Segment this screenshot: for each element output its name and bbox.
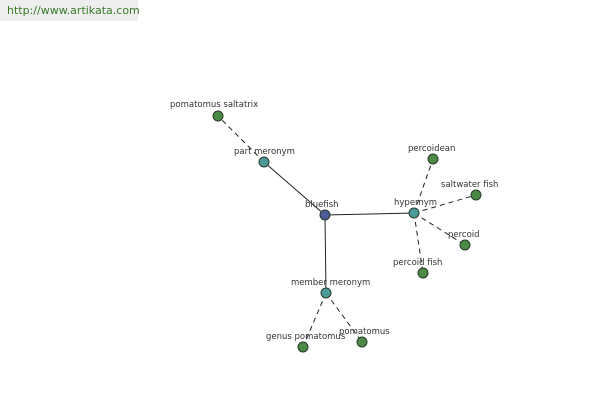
- edge-hypernym-percoid: [413, 212, 466, 246]
- node-percoidean[interactable]: [427, 153, 439, 165]
- url-banner: http://www.artikata.com: [0, 0, 140, 21]
- node-hypernym[interactable]: [408, 207, 420, 219]
- edge-bluefish-member-meronym: [324, 214, 327, 294]
- node-percoid-fish[interactable]: [417, 267, 429, 279]
- edge-member-meronym-genus-pomatomus: [302, 292, 327, 348]
- label-percoid-fish[interactable]: percoid fish: [393, 258, 442, 268]
- node-bluefish[interactable]: [319, 209, 331, 221]
- node-pomatomus[interactable]: [356, 336, 368, 348]
- label-pomatomus-saltatrix[interactable]: pomatomus saltatrix: [170, 100, 258, 110]
- label-saltwater-fish[interactable]: saltwater fish: [441, 180, 498, 190]
- edge-member-meronym-pomatomus: [325, 292, 363, 343]
- edge-bluefish-hypernym: [324, 212, 415, 216]
- node-pomatomus-saltatrix[interactable]: [212, 110, 224, 122]
- label-part-meronym[interactable]: part meronym: [234, 147, 295, 157]
- label-percoid[interactable]: percoid: [448, 230, 480, 240]
- url-link[interactable]: http://www.artikata.com: [7, 4, 140, 17]
- edge-hypernym-percoid-fish: [413, 212, 424, 274]
- label-percoidean[interactable]: percoidean: [408, 144, 455, 154]
- edge-hypernym-saltwater-fish: [413, 194, 477, 214]
- edge-part-meronym-pomatomus-saltatrix: [217, 115, 265, 163]
- node-part-meronym[interactable]: [258, 156, 270, 168]
- label-member-meronym[interactable]: member meronym: [291, 278, 370, 288]
- label-hypernym[interactable]: hypernym: [394, 198, 437, 208]
- node-saltwater-fish[interactable]: [470, 189, 482, 201]
- label-pomatomus[interactable]: pomatomus: [339, 327, 390, 337]
- node-member-meronym[interactable]: [320, 287, 332, 299]
- node-genus-pomatomus[interactable]: [297, 341, 309, 353]
- edge-hypernym-percoidean: [413, 158, 434, 214]
- label-genus-pomatomus[interactable]: genus pomatomus: [266, 332, 346, 342]
- node-percoid[interactable]: [459, 239, 471, 251]
- edge-bluefish-part-meronym: [263, 161, 326, 216]
- label-bluefish[interactable]: bluefish: [305, 200, 339, 210]
